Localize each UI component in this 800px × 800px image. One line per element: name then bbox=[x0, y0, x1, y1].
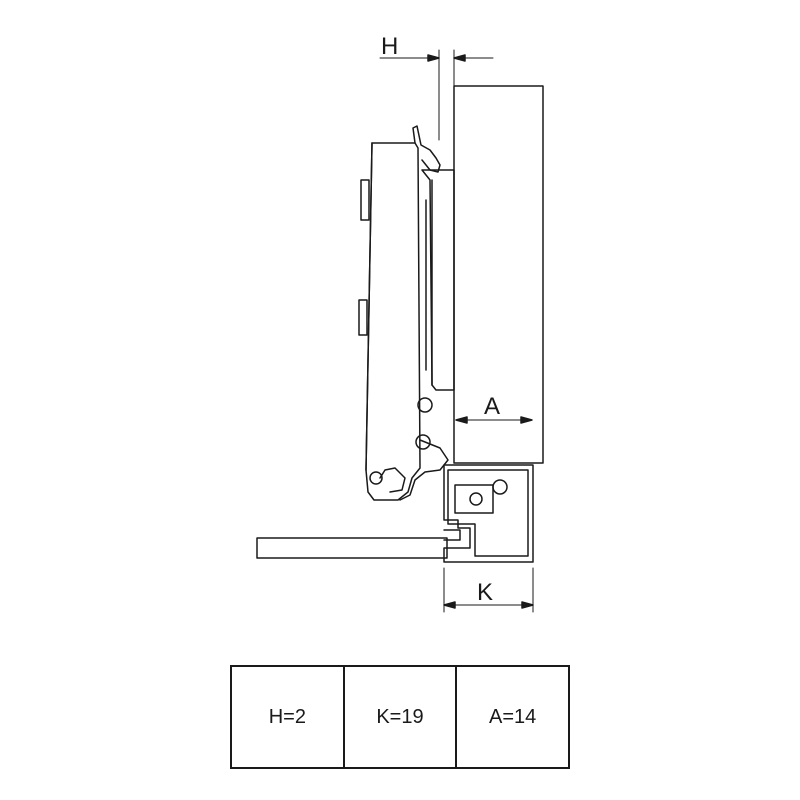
spec-table: H=2 K=19 A=14 bbox=[230, 665, 570, 769]
spec-cell-h: H=2 bbox=[230, 665, 345, 769]
pivot-lower bbox=[415, 434, 431, 450]
dim-h-label: H bbox=[381, 33, 398, 60]
hinge-cup-plate bbox=[421, 169, 455, 391]
dim-a-label: A bbox=[484, 393, 500, 420]
hinge-linkage bbox=[399, 439, 449, 501]
mounting-plate-hook bbox=[443, 529, 461, 541]
mounting-screw-block bbox=[454, 484, 494, 514]
hinge-arm-edge bbox=[365, 142, 373, 471]
mounting-tab-upper bbox=[360, 179, 370, 221]
hinge-linkage-hook bbox=[379, 467, 406, 493]
dim-h-arrow-left bbox=[427, 54, 440, 62]
spec-row: H=2 K=19 A=14 bbox=[230, 665, 570, 769]
hinge-arm bbox=[365, 142, 421, 501]
mounting-screw-upper bbox=[492, 479, 508, 495]
dim-k-label: K bbox=[477, 579, 493, 606]
mounting-plate bbox=[443, 464, 534, 563]
mounting-screw-lower bbox=[469, 492, 483, 506]
cabinet-side-panel bbox=[256, 537, 448, 559]
pivot-hook bbox=[369, 471, 383, 485]
pivot-upper bbox=[417, 397, 433, 413]
dim-h-arrow-right bbox=[453, 54, 466, 62]
mounting-plate-inner bbox=[447, 469, 529, 557]
spec-cell-a: A=14 bbox=[455, 665, 570, 769]
mounting-tab-lower bbox=[358, 299, 368, 336]
dim-a-arrow-left bbox=[455, 416, 468, 424]
hinge-top-clip bbox=[412, 125, 441, 173]
dim-k-arrow-right bbox=[521, 601, 534, 609]
dim-a-arrow-right bbox=[520, 416, 533, 424]
spec-cell-k: K=19 bbox=[342, 665, 458, 769]
dim-k-arrow-left bbox=[443, 601, 456, 609]
